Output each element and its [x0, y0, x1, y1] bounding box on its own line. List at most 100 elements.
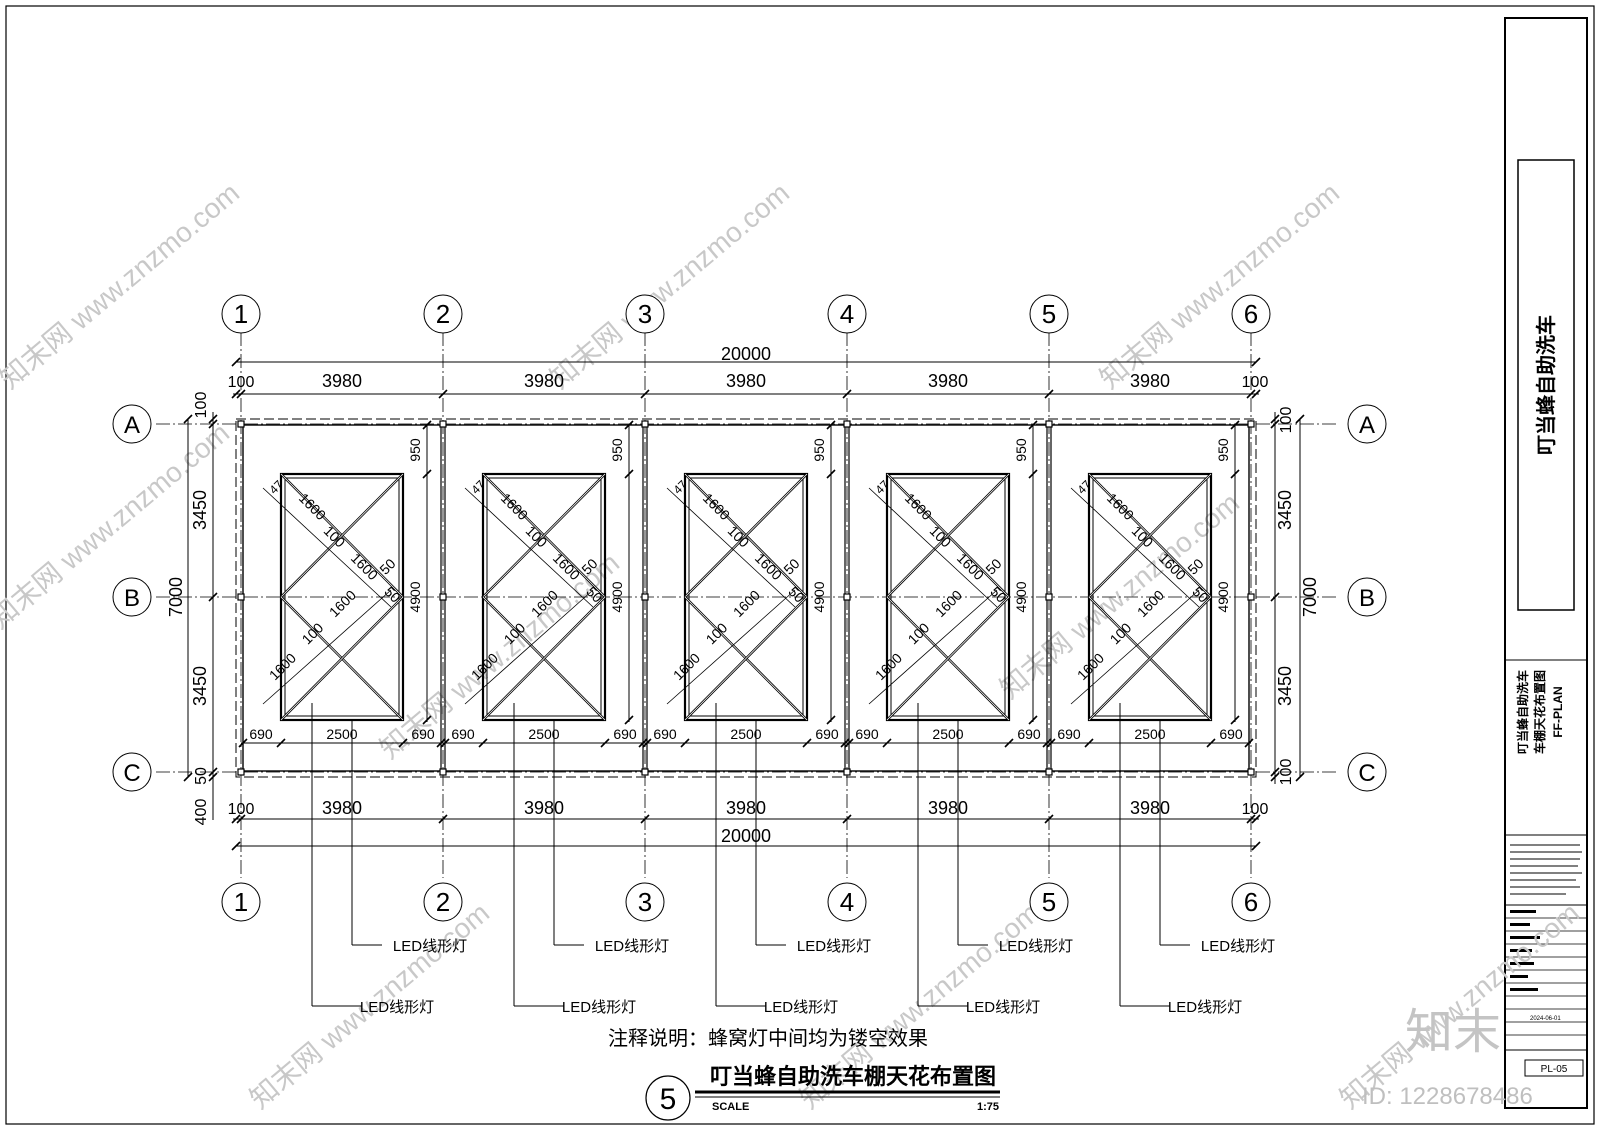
grid-label-row: C [123, 760, 140, 787]
dimension-text: 950 [407, 438, 423, 462]
light-panel-frame-inner [486, 477, 602, 717]
led-light-label: LED线形灯 [1168, 999, 1242, 1016]
led-light-label: LED线形灯 [764, 999, 838, 1016]
grid-label-row: B [124, 585, 140, 612]
dimension-tick [1251, 841, 1261, 851]
dimension-text: 50 [987, 583, 1009, 605]
dimension-text: 100 [725, 523, 753, 551]
grid-label-column: 4 [840, 887, 854, 917]
column-marker [641, 768, 649, 776]
watermark-logo: 知末 [1405, 1004, 1501, 1060]
dimension-tick [1244, 738, 1254, 748]
diagonal-dimension-line [868, 589, 998, 705]
diagonal-dimension-line [868, 487, 998, 608]
dimension-text: 100 [193, 392, 210, 419]
grid-bubble-column [1231, 882, 1271, 922]
dimension-tick [840, 738, 850, 748]
led-light-label: LED线形灯 [595, 938, 669, 955]
dimension-tick [183, 772, 193, 782]
dimension-text: 100 [299, 619, 327, 647]
grid-label-row: B [1359, 585, 1375, 612]
grid-label-row: A [124, 412, 140, 439]
dimension-tick [1028, 715, 1038, 725]
column-marker [843, 420, 851, 428]
dimension-text: 2500 [528, 726, 559, 742]
dimension-tick [1295, 772, 1305, 782]
dimension-text: 1600 [1074, 650, 1107, 683]
grid-bubble-column [1029, 294, 1069, 334]
led-light-label: LED线形灯 [999, 938, 1073, 955]
grid-bubble-row [1347, 577, 1387, 617]
dimension-tick [1246, 814, 1256, 824]
grid-label-column: 1 [234, 887, 248, 917]
dimension-tick [236, 814, 246, 824]
dimension-tick [826, 715, 836, 725]
dimension-text: 7000 [166, 577, 186, 617]
column-marker [1247, 420, 1255, 428]
dimension-tick [1270, 414, 1280, 424]
dimension-text: 2500 [730, 726, 761, 742]
dimension-text: 1600 [670, 650, 703, 683]
dimension-tick [826, 420, 836, 430]
grid-label-column: 2 [436, 887, 450, 917]
dimension-tick [680, 738, 690, 748]
dimension-tick [1042, 738, 1052, 748]
dimension-text: 100 [1107, 619, 1135, 647]
dimension-text: 4900 [811, 581, 827, 612]
grid-label-row: A [1359, 412, 1375, 439]
dimension-tick [1028, 420, 1038, 430]
dimension-text: 690 [249, 726, 273, 742]
light-panel-frame-inner [688, 477, 804, 717]
dimension-text: 690 [855, 726, 879, 742]
dimension-text: 100 [1278, 407, 1295, 434]
watermark-text: 知末网 www.znzmo.com [0, 177, 245, 395]
dimension-text: 1600 [326, 587, 359, 620]
dimension-tick [236, 389, 246, 399]
dimension-tick [1004, 738, 1014, 748]
dimension-tick [1046, 738, 1056, 748]
grid-label-column: 2 [436, 299, 450, 329]
grid-bubble-column [827, 882, 867, 922]
dimension-text: 3980 [928, 371, 968, 391]
drawing-title-block: 5 叮当蜂自助洗车棚天花布置图 SCALE 1:75 注释说明：蜂窝灯中间均为镂… [608, 1026, 1000, 1121]
sheet-title-line2: 车棚天花布置图 [1532, 670, 1547, 754]
dimension-tick [1230, 469, 1240, 479]
led-strip-line [684, 473, 808, 598]
dimension-text: 3450 [190, 490, 210, 530]
dimension-tick [1084, 738, 1094, 748]
dimension-tick [1270, 772, 1280, 782]
dimension-tick [802, 738, 812, 748]
grid-label-column: 5 [1042, 887, 1056, 917]
dimension-tick [208, 767, 218, 777]
diagonal-dimension-line [262, 487, 392, 608]
dimension-text: 950 [1215, 438, 1231, 462]
grid-bubble-column [423, 294, 463, 334]
dimension-tick [231, 389, 241, 399]
dimension-text: 690 [1219, 726, 1243, 742]
drawing-title: 叮当蜂自助洗车棚天花布置图 [710, 1064, 996, 1090]
dimension-tick [842, 814, 852, 824]
dimension-text: 1600 [872, 650, 905, 683]
dimension-tick [624, 420, 634, 430]
grid-bubble-row [112, 404, 152, 444]
grid-bubble-column [221, 882, 261, 922]
watermark-id: ID: 1228678486 [1362, 1083, 1533, 1110]
grid-bubble-column [827, 294, 867, 334]
dimension-tick [844, 738, 854, 748]
dimension-text: 3980 [524, 371, 564, 391]
dimension-tick [624, 715, 634, 725]
dimension-text: 100 [927, 523, 955, 551]
light-panel-frame-inner [1092, 477, 1208, 717]
title-block: 叮当蜂自助洗车 叮当蜂自助洗车 车棚天花布置图 FF-PLAN 2024-06-… [1504, 17, 1588, 1109]
dimension-tick [398, 738, 408, 748]
dimension-text: 2500 [932, 726, 963, 742]
dimension-text: 4900 [1215, 581, 1231, 612]
dimension-text: 100 [703, 619, 731, 647]
light-panel-frame-inner [890, 477, 1006, 717]
dimension-text: 690 [1017, 726, 1041, 742]
led-strip-line [482, 473, 606, 598]
dimension-tick [231, 357, 241, 367]
dimension-tick [1270, 419, 1280, 429]
